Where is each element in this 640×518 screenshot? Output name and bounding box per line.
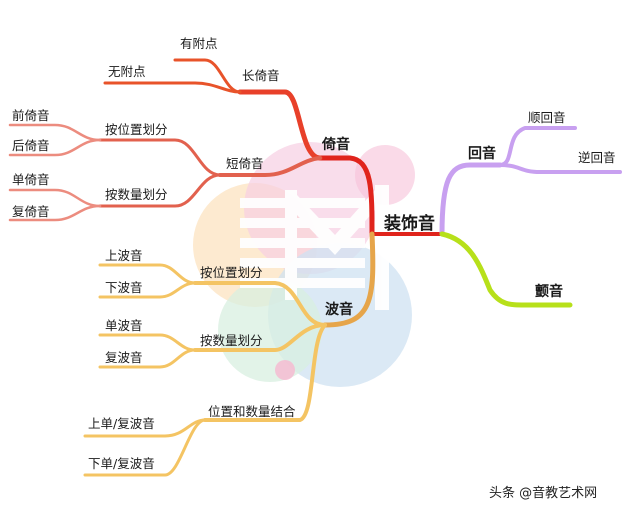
link-bo-combined [203, 323, 327, 422]
leaf-dan-boyin: 单波音 [105, 318, 143, 333]
leaf-fu-boyin: 复波音 [105, 350, 143, 365]
link-long-you [173, 58, 242, 94]
leaf-qian-yiyin: 前倚音 [12, 108, 50, 123]
node-yi-short: 短倚音 [226, 156, 264, 171]
link-root-bo [322, 231, 376, 328]
node-hui: 回音 [468, 146, 496, 162]
link-count-fu [8, 204, 102, 222]
root-label: 装饰音 [384, 214, 435, 234]
link-root-chan [439, 231, 573, 308]
leaf-wu-fudian: 无附点 [108, 64, 146, 79]
link-count-dan [98, 333, 197, 352]
leaf-xia-danfu-boyin: 下单/复波音 [88, 456, 155, 471]
link-root-yi [317, 155, 375, 237]
link-long-wu [103, 81, 242, 94]
watermark-text: 头条 @音教艺术网 [489, 486, 598, 501]
link-root-hui [439, 162, 503, 237]
leaf-hui-shun: 顺回音 [528, 110, 566, 125]
node-yi-by-count: 按数量划分 [105, 187, 168, 202]
leaf-shang-boyin: 上波音 [105, 248, 143, 263]
link-yi-long [237, 89, 323, 161]
link-bo-count [193, 323, 327, 352]
leaf-hui-ni: 逆回音 [578, 150, 616, 165]
link-bo-pos [193, 281, 327, 327]
node-yi-by-position: 按位置划分 [105, 122, 168, 137]
link-pos-xia [98, 281, 197, 299]
link-yi-short [218, 156, 322, 177]
link-hui-ni [498, 163, 622, 174]
leaf-dan-yiyin: 单倚音 [12, 172, 50, 187]
leaf-shang-danfu-boyin: 上单/复波音 [88, 416, 155, 431]
leaf-hou-yiyin: 后倚音 [12, 138, 50, 153]
link-comb-xia [83, 418, 207, 477]
node-bo-by-position: 按位置划分 [200, 265, 263, 280]
leaf-xia-boyin: 下波音 [105, 280, 143, 295]
leaf-you-fudian: 有附点 [180, 36, 218, 51]
link-short-count [98, 173, 222, 208]
node-chan: 颤音 [535, 284, 563, 300]
leaf-fu-yiyin: 复倚音 [12, 204, 50, 219]
link-count-fu [98, 348, 197, 369]
node-yi-long: 长倚音 [242, 68, 280, 83]
link-hui-shun [498, 126, 577, 167]
node-bo-combined: 位置和数量结合 [208, 404, 296, 419]
link-short-pos [98, 138, 222, 177]
node-bo-by-count: 按数量划分 [200, 333, 263, 348]
node-bo: 波音 [325, 302, 353, 318]
link-pos-hou [8, 138, 102, 157]
node-yi: 倚音 [322, 137, 350, 153]
